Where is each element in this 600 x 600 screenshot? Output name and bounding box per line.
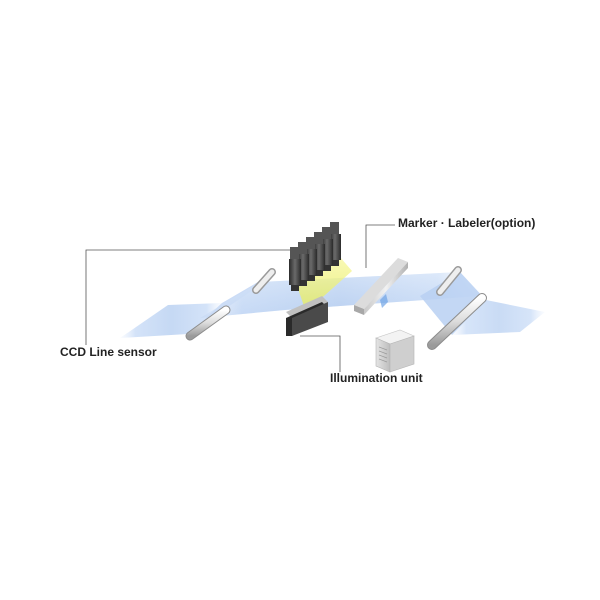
film-web — [120, 272, 545, 338]
roller-right-upper — [436, 266, 462, 296]
takano-original-badge-ccd: TAKANO ORIGINAL — [167, 348, 245, 357]
light-bar — [286, 296, 328, 336]
takano-original-badge-illumination: TAKANO ORIGINAL — [425, 369, 503, 378]
marker-leader-line — [365, 224, 395, 268]
ccd-leader-line — [85, 249, 293, 345]
badge-text: TAKANO ORIGINAL — [183, 349, 244, 356]
roller-left-upper — [252, 268, 276, 294]
light-beam — [296, 257, 352, 312]
roller-left-lower — [185, 305, 231, 341]
marker-labeler-bar — [354, 258, 408, 315]
illumination-unit-label: Illumination unit — [330, 371, 423, 385]
roller-right-lower — [427, 293, 487, 350]
marker-labeler-label: Marker · Labeler(option) — [398, 216, 536, 230]
ccd-line-sensor-label: CCD Line sensor — [60, 345, 157, 359]
illumination-unit-box — [375, 329, 415, 373]
badge-text: TAKANO ORIGINAL — [441, 370, 502, 377]
ccd-camera-array — [289, 222, 341, 291]
illumination-leader-line — [300, 335, 341, 372]
